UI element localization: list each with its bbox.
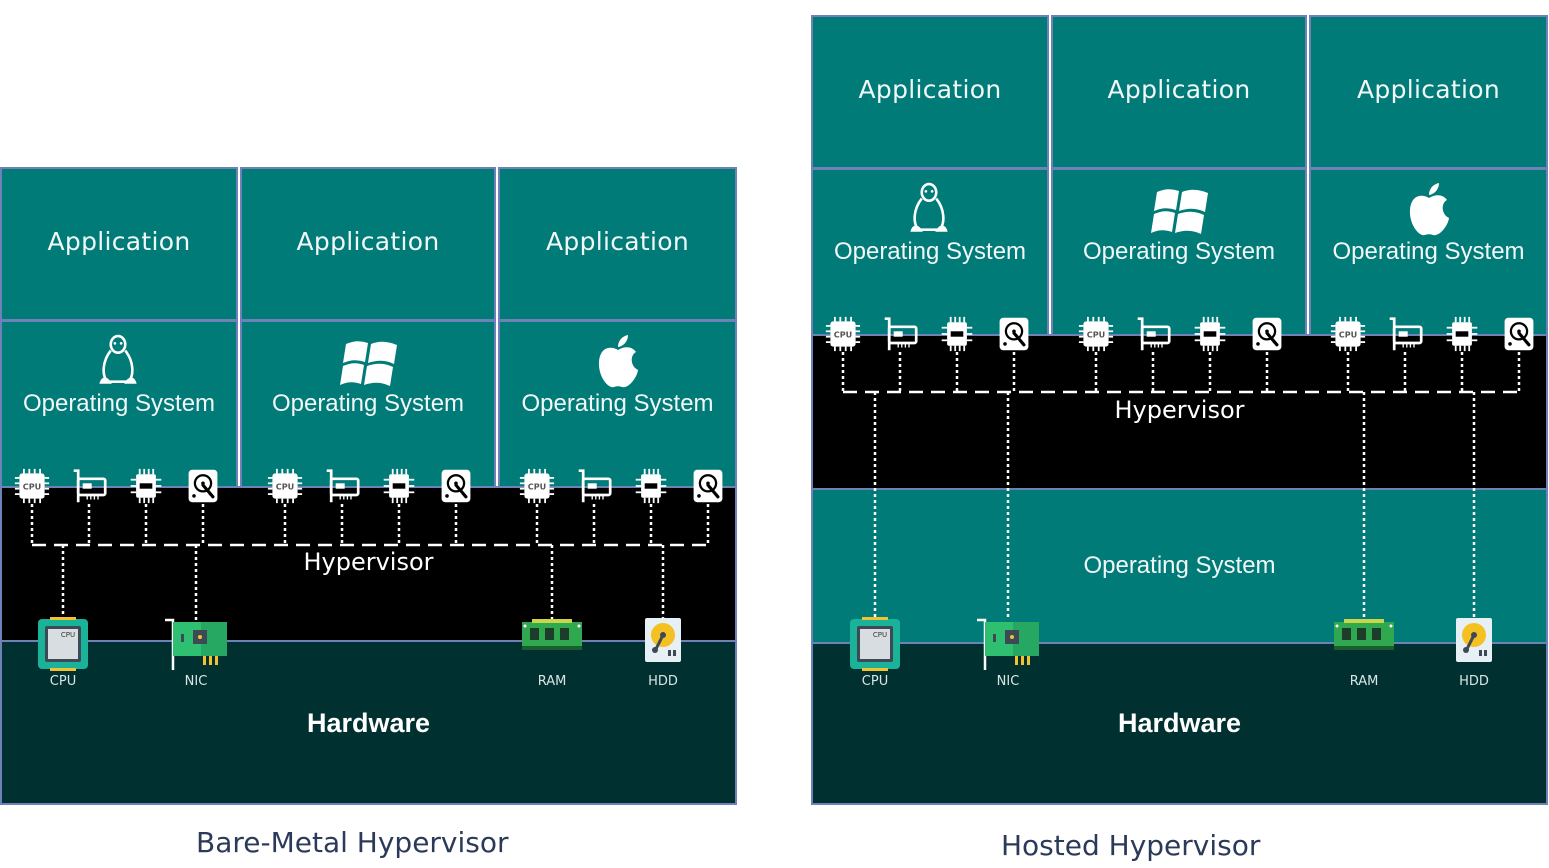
virtual-hdd-icon [1253,318,1282,350]
h-guest-os-linux: Operating System [811,168,1049,336]
virtual-nic-icon [885,319,917,351]
virtual-nic-icon [1390,319,1422,351]
h-host-os-layer: Operating System [811,488,1548,644]
virtual-cpu-icon [1079,317,1113,351]
h-application-1: Application [811,15,1049,169]
host-os-label: Operating System [1083,552,1276,579]
cpu-chip-icon [850,617,900,671]
os-label: Operating System [521,390,714,417]
application-label: Application [296,227,440,256]
virtual-nic-icon [1138,319,1170,351]
os-label: Operating System [833,238,1027,265]
bm-guest-os-macos: Operating System [498,320,737,488]
bm-caption: Bare-Metal Hypervisor [196,826,509,859]
hardware-device-label: NIC [997,674,1020,689]
os-label: Operating System [271,390,465,417]
ram-module-icon [1334,619,1394,650]
bm-application-3: Application [498,167,737,321]
hypervisor-label: Hypervisor [1114,396,1245,424]
hypervisor-label: Hypervisor [303,548,434,576]
virtual-ram-icon [1195,317,1226,351]
h-hardware-layer: Hardware [811,642,1548,805]
bm-guest-os-windows: Operating System [240,320,496,488]
hardware-device-label: CPU [862,674,888,689]
virtual-hdd-icon [1000,318,1029,350]
virtual-ram-icon [1447,317,1478,351]
os-label: Operating System [1332,238,1525,265]
h-application-2: Application [1051,15,1307,169]
application-label: Application [1107,75,1251,104]
virtual-cpu-icon [826,317,860,351]
hardware-device-label: HDD [1459,674,1489,689]
hardware-device-label: HDD [648,674,678,689]
application-label: Application [546,227,689,256]
application-label: Application [1357,75,1500,104]
h-caption: Hosted Hypervisor [1001,829,1261,862]
os-label: Operating System [1082,238,1276,265]
h-guest-os-macos: Operating System [1309,168,1548,336]
hardware-device-label: NIC [185,674,208,689]
application-label: Application [858,75,1002,104]
os-label: Operating System [22,390,216,417]
h-guest-os-windows: Operating System [1051,168,1307,336]
hardware-device-label: CPU [50,674,76,689]
hardware-device-label: RAM [1350,674,1379,689]
application-label: Application [47,227,191,256]
bm-hypervisor-layer: Hypervisor [0,486,737,642]
hard-drive-icon [1456,618,1492,662]
hardware-device-label: RAM [538,674,567,689]
h-application-3: Application [1309,15,1548,169]
bm-guest-os-linux: Operating System [0,320,238,488]
bm-application-1: Application [0,167,238,321]
bm-hardware-layer: Hardware [0,640,737,805]
hardware-label: Hardware [1117,708,1242,738]
virtual-cpu-icon [1331,317,1365,351]
hardware-label: Hardware [306,708,431,738]
virtual-hdd-icon [1505,318,1534,350]
network-card-icon [977,620,1039,670]
virtual-ram-icon [942,317,973,351]
